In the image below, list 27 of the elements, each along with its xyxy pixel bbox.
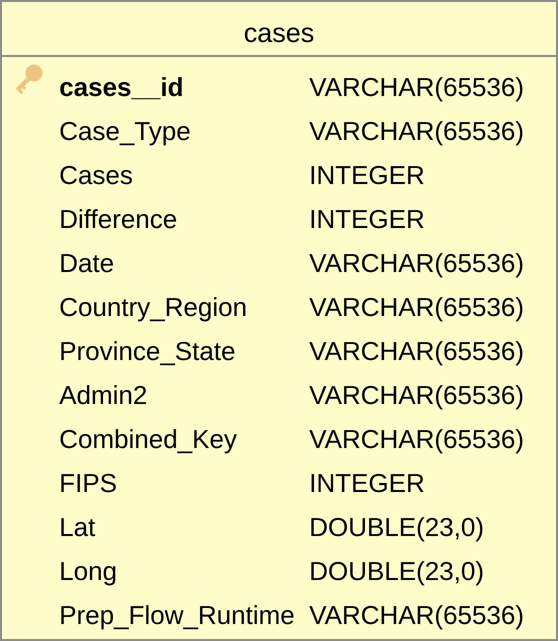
data-type: VARCHAR(65536) (309, 341, 522, 366)
data-type: VARCHAR(65536) (309, 121, 522, 146)
data-type: INTEGER (312, 474, 424, 492)
data-type: VARCHAR(65536) (309, 77, 522, 102)
column-name: cases__id (60, 77, 182, 100)
table-title: cases (244, 27, 314, 42)
column-name: Cases (60, 166, 132, 184)
column-name: Case_Type (60, 122, 190, 146)
data-type: VARCHAR(65536) (309, 429, 522, 454)
data-type: INTEGER (312, 166, 424, 184)
column-name: Admin2 (59, 385, 146, 404)
column-name: Difference (61, 209, 176, 228)
data-type: DOUBLE(23,0) (311, 517, 482, 542)
data-type: VARCHAR(65536) (309, 605, 522, 630)
column-name: Date (61, 254, 113, 272)
data-type: VARCHAR(65536) (309, 253, 522, 278)
column-name: Province_State (61, 341, 234, 366)
column-name: FIPS (61, 474, 116, 492)
data-type: INTEGER (312, 210, 424, 228)
column-name: Long (61, 562, 116, 586)
data-type: VARCHAR(65536) (309, 297, 522, 322)
column-name: Prep_Flow_Runtime (61, 605, 294, 630)
column-name: Lat (61, 518, 96, 536)
data-type: DOUBLE(23,0) (311, 561, 482, 586)
column-name: Country_Region (60, 297, 246, 322)
data-type: VARCHAR(65536) (309, 385, 522, 410)
column-name: Combined_Key (60, 429, 237, 454)
